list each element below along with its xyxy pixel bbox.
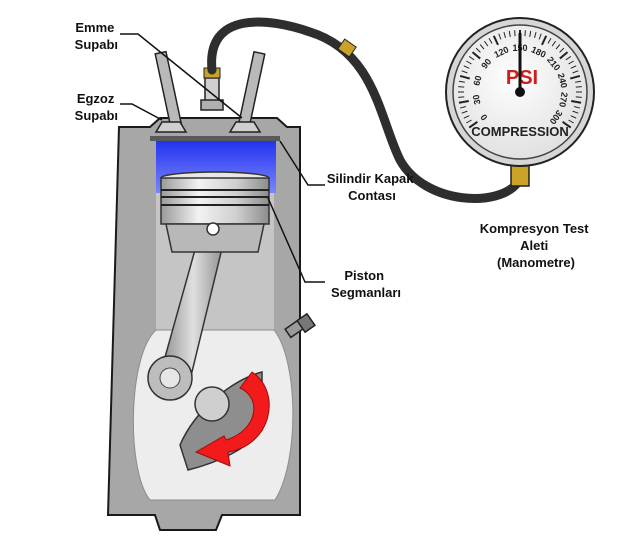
compression-gauge: 0306090120150180210240270300 PSI COMPRES… <box>445 17 595 187</box>
leader-exhaust <box>120 103 163 121</box>
intake-valve <box>228 50 266 133</box>
gauge-minor-tick <box>551 40 556 47</box>
head-gasket <box>150 136 280 141</box>
piston <box>160 171 270 253</box>
gauge-minor-tick <box>572 110 579 114</box>
gauge-minor-tick <box>466 60 472 65</box>
leader-intake <box>120 33 243 119</box>
label-compression-tester: Kompresyon Test Aleti (Manometre) <box>480 221 592 270</box>
label-exhaust-valve: Egzoz Supabı <box>75 91 118 123</box>
gauge-minor-tick <box>463 115 470 119</box>
gauge-minor-tick <box>461 70 468 74</box>
leader-gasket <box>279 140 325 186</box>
crank-journal <box>194 386 230 422</box>
leader-lines <box>120 33 325 283</box>
gauge-minor-tick <box>575 86 582 88</box>
label-intake-valve: Emme Supabı <box>75 20 118 52</box>
gauge-minor-tick <box>463 65 470 69</box>
gauge-minor-tick <box>529 30 532 37</box>
gauge-unit: PSI <box>506 67 538 89</box>
gauge-minor-tick <box>534 31 537 39</box>
gauge-major-tick <box>458 100 469 104</box>
gauge-major-tick <box>459 74 471 80</box>
gauge-tick-label: 0 <box>478 112 489 122</box>
label-head-gasket: Silindir Kapak Contası <box>327 171 417 203</box>
gauge-minor-tick <box>538 33 542 40</box>
hose-fitting <box>337 38 357 58</box>
gauge-minor-tick <box>458 96 465 98</box>
gauge-minor-tick <box>573 106 581 109</box>
gauge-minor-tick <box>498 33 502 40</box>
gauge-minor-tick <box>458 86 465 88</box>
gauge-minor-tick <box>468 56 475 61</box>
gauge-major-tick <box>559 51 569 60</box>
gauge-minor-tick <box>570 115 577 119</box>
gauge-major-tick <box>471 51 481 60</box>
gauge-minor-tick <box>559 47 565 53</box>
gauge-minor-tick <box>575 80 582 83</box>
gauge-tick-label: 270 <box>557 91 569 108</box>
gauge-tick-label: 240 <box>556 72 570 89</box>
gauge-minor-tick <box>461 110 468 114</box>
gauge-minor-tick <box>458 80 465 83</box>
gauge-minor-tick <box>503 31 506 39</box>
block-side-bolt <box>284 312 316 339</box>
gauge-major-tick <box>571 100 582 104</box>
gauge-name: COMPRESSION <box>471 124 569 139</box>
gauge-minor-tick <box>572 70 579 74</box>
gauge-needle-hub <box>515 87 525 97</box>
gauge-minor-tick <box>475 47 481 53</box>
gauge-minor-tick <box>555 44 561 50</box>
gauge-minor-tick <box>570 65 577 69</box>
leader-rings <box>267 197 325 283</box>
gauge-minor-tick <box>524 30 526 37</box>
gauge-tick-labels: 0306090120150180210240270300 <box>471 43 570 126</box>
gauge-minor-tick <box>568 119 574 124</box>
gauge-tick-marks <box>458 30 582 129</box>
gauge-major-tick <box>569 74 581 80</box>
gauge-minor-tick <box>514 30 516 37</box>
gauge-minor-tick <box>466 119 472 124</box>
tester-hose <box>207 17 523 203</box>
gauge-minor-tick <box>565 56 572 61</box>
exhaust-valve <box>154 50 188 133</box>
gauge-major-tick <box>562 121 572 129</box>
gauge-major-tick <box>492 35 499 46</box>
rotation-arrow <box>194 371 270 467</box>
label-piston-rings: Piston Segmanları <box>331 268 401 300</box>
gauge-minor-tick <box>575 96 582 98</box>
gauge-minor-tick <box>459 106 467 109</box>
gauge-tick-label: 90 <box>479 57 493 71</box>
gauge-tick-label: 60 <box>471 74 483 86</box>
gauge-minor-tick <box>479 44 485 50</box>
gauge-minor-tick <box>508 30 511 37</box>
gauge-minor-tick <box>484 40 489 47</box>
gauge-minor-tick <box>547 38 552 44</box>
gauge-major-tick <box>541 35 548 46</box>
gauge-minor-tick <box>568 60 574 65</box>
gauge-major-tick <box>468 121 478 129</box>
gauge-tick-label: 30 <box>471 94 483 106</box>
gauge-minor-tick <box>488 38 493 44</box>
